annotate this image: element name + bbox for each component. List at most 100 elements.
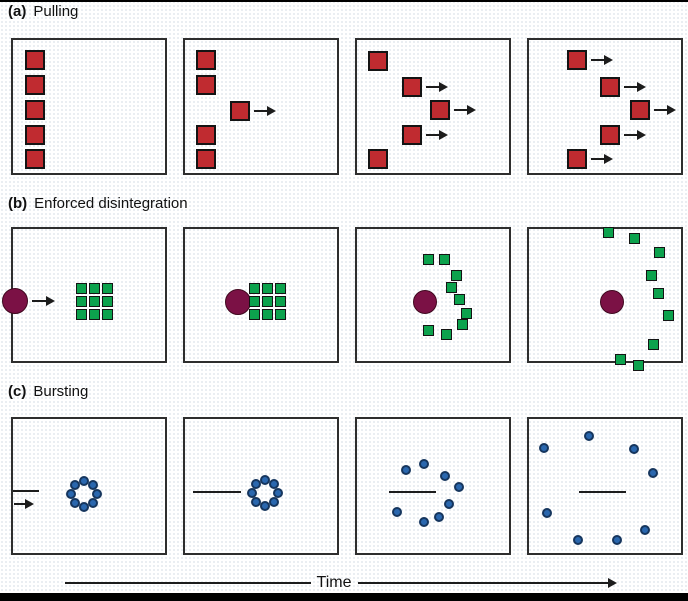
green-block: [249, 296, 260, 307]
blue-particle: [269, 497, 279, 507]
sequence-panel: [355, 227, 511, 363]
red-block: [430, 100, 450, 120]
sequence-panel: [355, 417, 511, 555]
sequence-panel: [355, 38, 511, 175]
time-axis-line-left: [65, 582, 311, 584]
section-label-a: (a) Pulling: [8, 3, 78, 20]
green-block: [102, 296, 113, 307]
projectile-ball: [413, 290, 437, 314]
sequence-panel: [2, 227, 167, 363]
section-letter-b: (b): [8, 195, 28, 212]
blue-particle: [542, 508, 552, 518]
red-block: [25, 100, 45, 120]
time-axis-arrow: [358, 578, 617, 588]
green-block: [603, 227, 614, 238]
green-block: [76, 309, 87, 320]
red-block: [196, 50, 216, 70]
section-title-b: Enforced disintegration: [34, 195, 188, 212]
blue-particle: [273, 488, 283, 498]
green-block: [451, 270, 462, 281]
projectile-ball: [225, 289, 251, 315]
green-block: [89, 309, 100, 320]
blue-particle: [629, 444, 639, 454]
blue-particle: [419, 459, 429, 469]
sequence-panel: [527, 38, 683, 175]
green-block: [275, 309, 286, 320]
green-block: [648, 339, 659, 350]
blue-particle: [401, 465, 411, 475]
bottom-border-bar: [0, 593, 688, 601]
red-block: [25, 125, 45, 145]
green-block: [102, 309, 113, 320]
green-block: [76, 283, 87, 294]
section-label-c: (c)Bursting: [8, 383, 88, 400]
motion-arrow-icon: [426, 130, 448, 140]
blue-particle: [88, 480, 98, 490]
red-block: [630, 100, 650, 120]
red-block: [600, 77, 620, 97]
blue-particle: [260, 501, 270, 511]
red-block: [567, 50, 587, 70]
projectile-ball: [600, 290, 624, 314]
top-border-line: [0, 0, 688, 2]
blue-particle: [70, 498, 80, 508]
green-block: [89, 283, 100, 294]
green-block: [646, 270, 657, 281]
green-block: [439, 254, 450, 265]
needle-line: [193, 491, 241, 493]
motion-arrow-icon: [591, 55, 613, 65]
red-block: [368, 51, 388, 71]
blue-particle: [88, 498, 98, 508]
green-block: [663, 310, 674, 321]
red-block: [25, 75, 45, 95]
sequence-panel: [11, 417, 167, 555]
motion-arrow-icon: [14, 499, 34, 509]
needle-line: [579, 491, 626, 493]
blue-particle: [444, 499, 454, 509]
blue-particle: [66, 489, 76, 499]
red-block: [402, 77, 422, 97]
blue-particle: [419, 517, 429, 527]
green-block: [262, 296, 273, 307]
blue-particle: [584, 431, 594, 441]
section-letter-a: (a): [8, 3, 27, 20]
motion-arrow-icon: [654, 105, 676, 115]
projectile-ball: [2, 288, 28, 314]
section-letter-c: (c): [8, 383, 27, 400]
sequence-panel: [11, 38, 167, 175]
green-block: [76, 296, 87, 307]
red-block: [600, 125, 620, 145]
blue-particle: [440, 471, 450, 481]
green-block: [446, 282, 457, 293]
red-block: [25, 50, 45, 70]
green-block: [249, 283, 260, 294]
blue-particle: [251, 479, 261, 489]
needle-line: [13, 490, 39, 492]
time-label: Time: [316, 574, 352, 591]
section-title-a: Pulling: [33, 3, 79, 20]
green-block: [249, 309, 260, 320]
blue-particle: [247, 488, 257, 498]
blue-particle: [269, 479, 279, 489]
needle-line: [389, 491, 436, 493]
sequence-panel: [183, 38, 339, 175]
blue-particle: [434, 512, 444, 522]
blue-particle: [454, 482, 464, 492]
motion-arrow-icon: [624, 130, 646, 140]
green-block: [89, 296, 100, 307]
red-block: [230, 101, 250, 121]
blue-particle: [648, 468, 658, 478]
motion-arrow-icon: [454, 105, 476, 115]
sequence-panel: [183, 227, 339, 363]
green-block: [454, 294, 465, 305]
green-block: [633, 360, 644, 371]
blue-particle: [70, 480, 80, 490]
motion-arrow-icon: [32, 296, 55, 306]
red-block: [196, 149, 216, 169]
red-block: [402, 125, 422, 145]
blue-particle: [251, 497, 261, 507]
sequence-panel: [527, 417, 683, 555]
green-block: [654, 247, 665, 258]
section-label-b: (b) Enforced disintegration: [8, 195, 188, 212]
red-block: [196, 75, 216, 95]
